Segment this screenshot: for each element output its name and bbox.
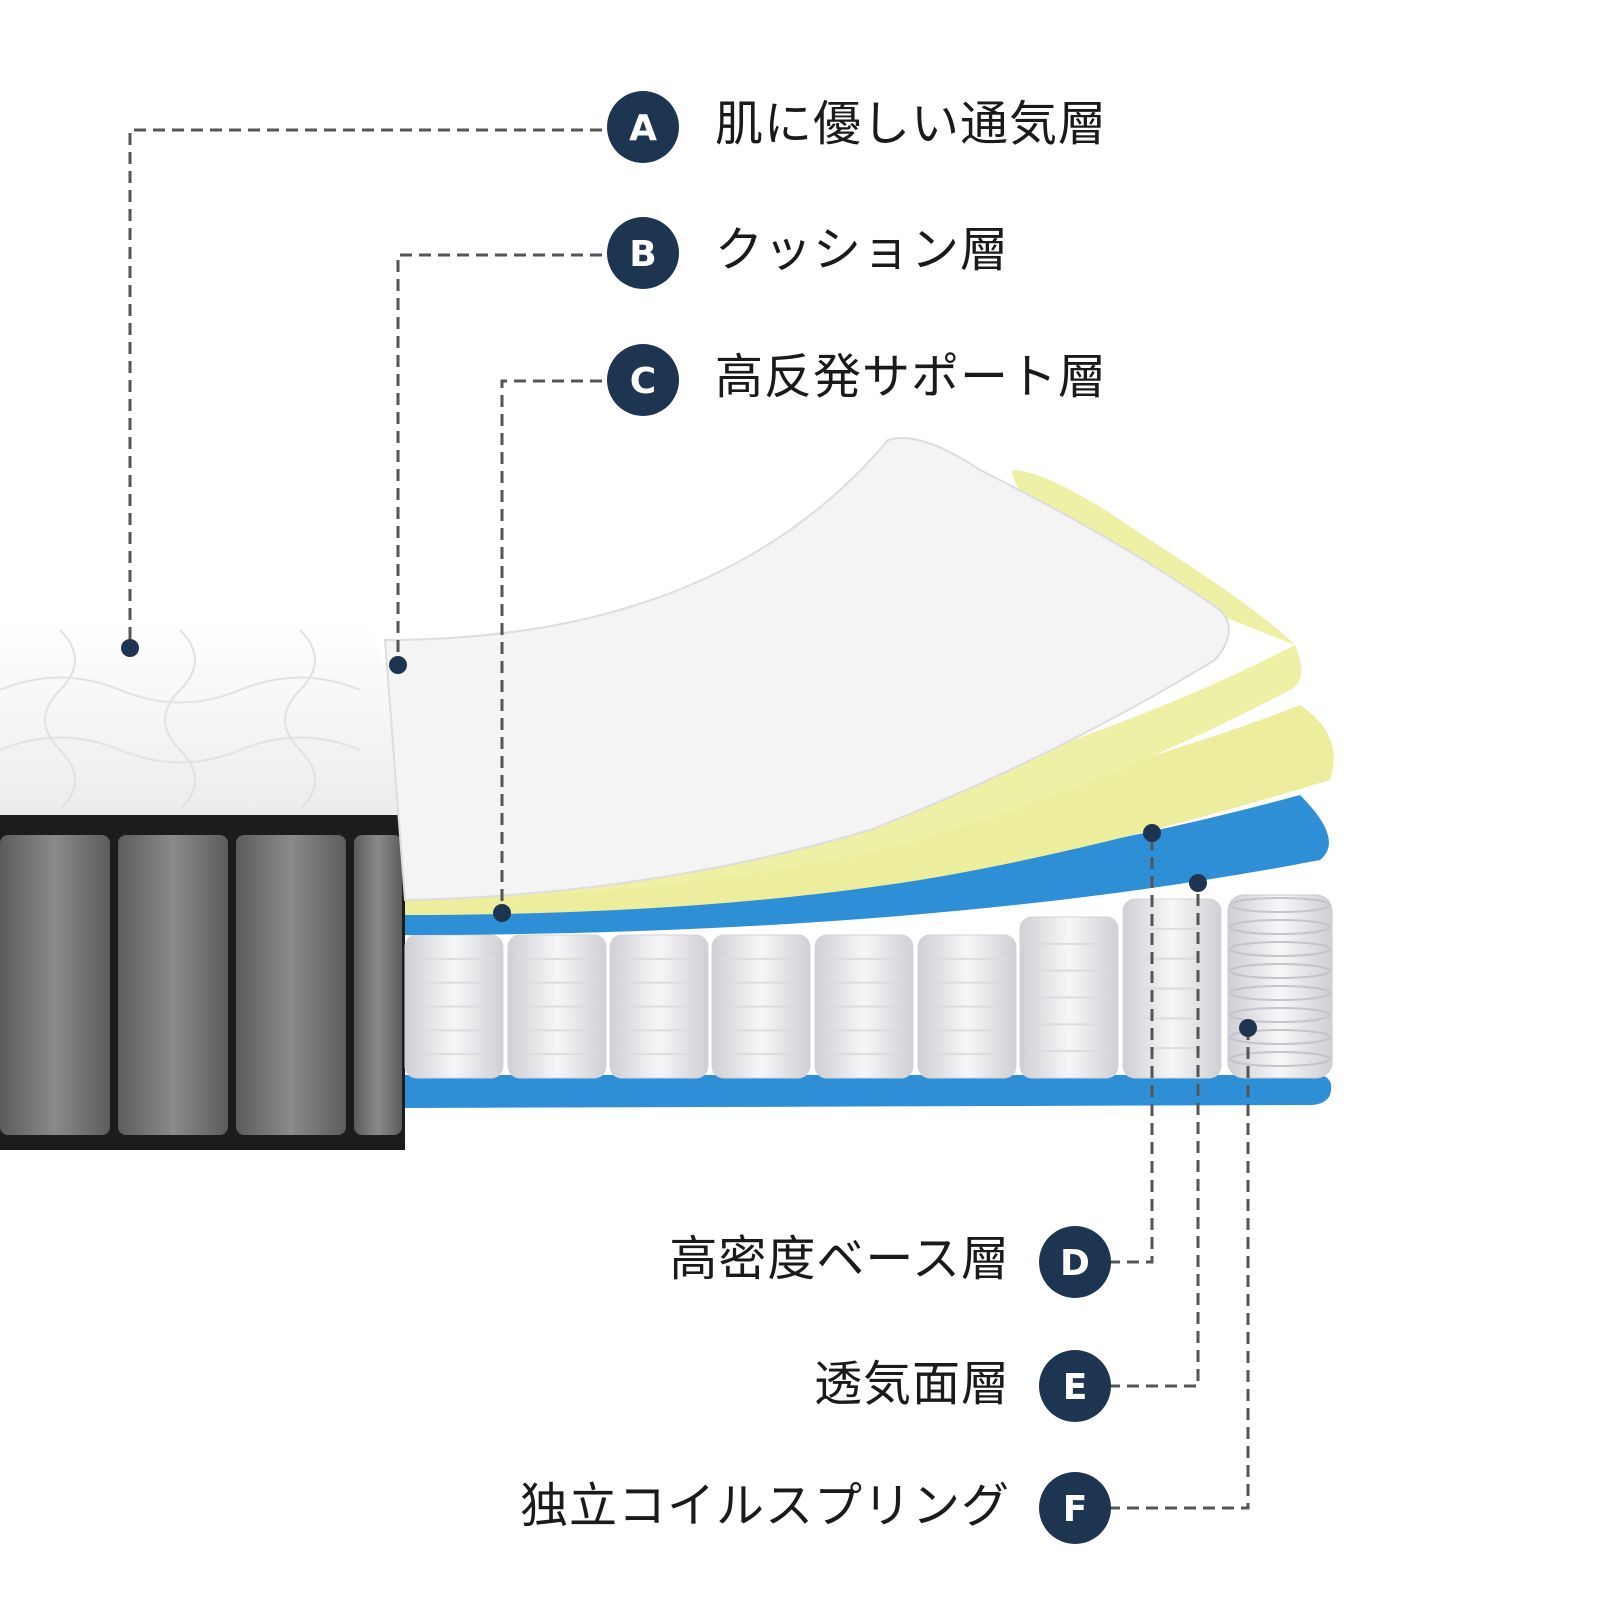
leader-lines [128,128,1250,1510]
badge-f: F [1039,1472,1111,1544]
svg-text:C: C [630,361,656,402]
svg-text:B: B [629,234,656,275]
endpoint-c [493,904,511,922]
leader-endpoints [121,639,1257,1037]
badge-d: D [1039,1226,1111,1298]
coil-ring [1229,963,1331,979]
layer-label-a: 肌に優しい通気層 [715,96,1108,152]
endpoint-b [389,656,407,674]
endpoint-f [1239,1019,1257,1037]
svg-text:A: A [629,108,657,149]
svg-text:E: E [1063,1367,1088,1408]
endpoint-e [1189,874,1207,892]
mattress-side-panel [0,835,402,1135]
layer-label-f: 独立コイルスプリング [519,1478,1010,1534]
blue-base-foam [405,1075,1332,1108]
layer-label-e: 透気面層 [813,1356,1010,1412]
coil-ring [1229,941,1331,957]
layer-label-d: 高密度ベース層 [669,1231,1010,1287]
quilted-top-cover [0,618,398,815]
coil-ring [1229,1007,1331,1023]
endpoint-d [1143,824,1161,842]
coil-ring [1229,897,1331,913]
endpoint-a [121,639,139,657]
leader-line-e [1108,885,1200,1388]
badge-c: C [607,344,679,416]
coil-ring [1229,1051,1331,1067]
coil-ring [1229,919,1331,935]
leader-line-d [1108,835,1154,1264]
quilt-pattern [0,629,361,811]
white-cover-sheet [383,437,1230,902]
leader-line-b [396,253,640,663]
leader-line-f [1108,1028,1250,1510]
layer-label-b: クッション層 [715,222,1010,278]
coil-ring [1229,1029,1331,1045]
badge-e: E [1039,1350,1111,1422]
badge-b: B [607,217,679,289]
svg-text:F: F [1063,1489,1088,1530]
svg-text:D: D [1060,1243,1090,1284]
leader-line-c [500,379,640,910]
layer-label-c: 高反発サポート層 [715,349,1108,405]
badge-a: A [607,91,679,163]
coil-ring [1229,985,1331,1001]
leader-line-a [128,128,640,645]
